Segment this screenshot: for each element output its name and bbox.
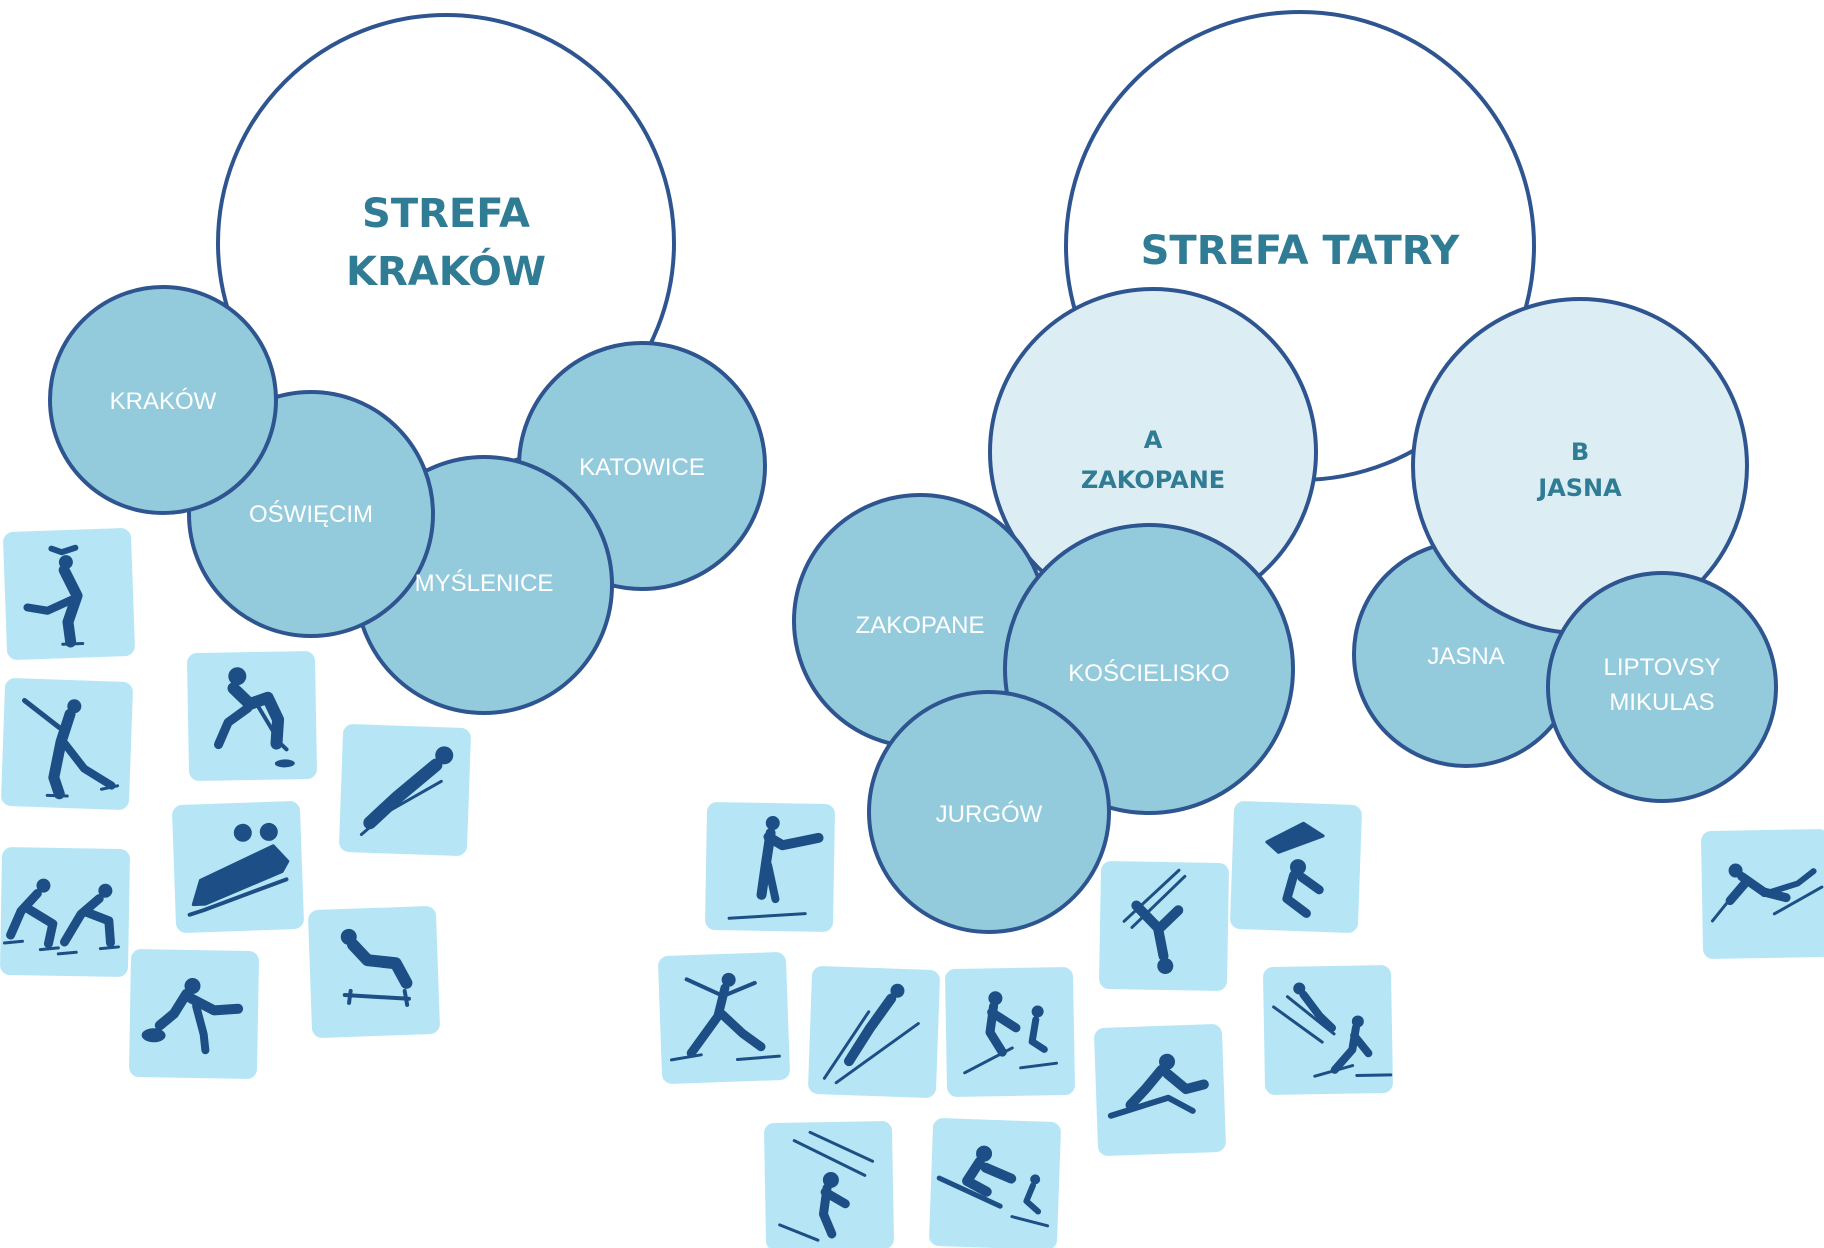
cross-country-skiing-icon — [657, 951, 791, 1085]
snowboard-slalom-icon — [928, 1117, 1062, 1248]
venue-label-zakopane: ZAKOPANE — [856, 612, 985, 639]
ice-hockey-icon — [186, 650, 318, 782]
venue-circle-krakow — [48, 285, 278, 515]
venue-circle-liptovsy-mikulas — [1546, 571, 1778, 803]
biathlon-icon — [704, 801, 836, 933]
snowboard-halfpipe-icon — [1093, 1023, 1227, 1157]
freestyle-moguls-icon — [1229, 800, 1363, 934]
bobsleigh-icon — [171, 800, 305, 934]
venue-circle-jurgow — [867, 690, 1111, 934]
pictograms-krakow — [0, 527, 472, 1080]
venue-label-krakow: KRAKÓW — [110, 388, 217, 415]
venue-label-myslenice: MYŚLENICE — [415, 569, 554, 597]
subzone-a-name: ZAKOPANE — [1081, 466, 1225, 494]
luge-icon — [338, 723, 472, 857]
venue-label-koscielisko: KOŚCIELISKO — [1068, 659, 1229, 687]
zone-tatry-title: STREFA TATRY — [1141, 228, 1461, 274]
venue-label-katowice: KATOWICE — [579, 454, 705, 481]
curling-icon — [128, 948, 260, 1080]
ski-jumping-team-icon — [1262, 964, 1394, 1096]
alpine-skiing-icon — [1700, 828, 1824, 960]
subzone-b-name: JASNA — [1536, 474, 1622, 502]
venue-label-mikulas: MIKULAS — [1609, 689, 1714, 716]
subzone-a-letter: A — [1144, 426, 1163, 454]
ski-jumping-icon — [807, 965, 941, 1099]
venue-label-oswiecim: OŚWIĘCIM — [249, 500, 373, 528]
zone-krakow-title-line1: STREFA — [362, 191, 530, 237]
speed-skating-icon — [0, 677, 134, 811]
zone-krakow: STREFA KRAKÓW KATOWICE MYŚLENICE OŚWIĘCI… — [48, 13, 767, 715]
short-track-icon — [0, 846, 131, 978]
venue-label-liptovsy: LIPTOVSY — [1604, 654, 1721, 681]
venue-label-jasna: JASNA — [1427, 643, 1504, 670]
alpine-freestyle-icon — [763, 1120, 895, 1248]
figure-skating-icon — [2, 527, 136, 661]
pictograms-tatry — [657, 800, 1824, 1248]
zone-krakow-title-line2: KRAKÓW — [346, 247, 546, 295]
zone-tatry: STREFA TATRY A ZAKOPANE ZAKOPANE KOŚCIEL… — [792, 10, 1778, 934]
skeleton-icon — [307, 905, 441, 1039]
subzone-b-letter: B — [1571, 438, 1589, 466]
freestyle-aerials-icon — [1098, 860, 1230, 992]
nordic-combined-icon — [944, 966, 1076, 1098]
venue-label-jurgow: JURGÓW — [936, 801, 1043, 828]
